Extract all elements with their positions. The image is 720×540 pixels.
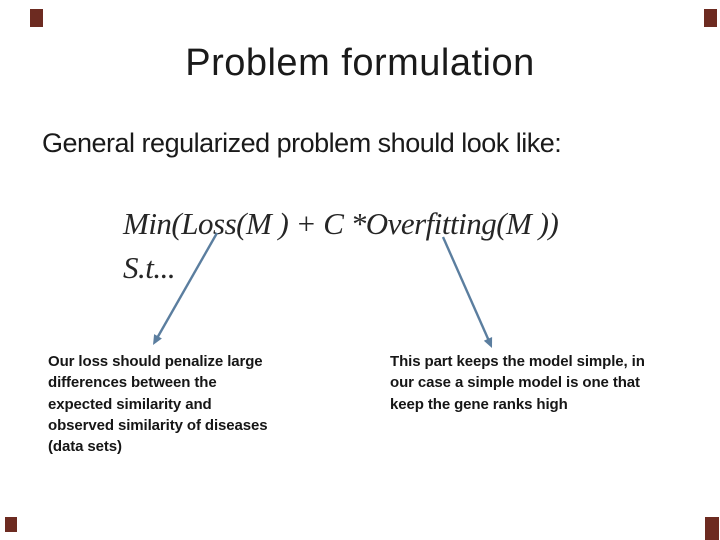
- corner-mark-top-left: [30, 9, 43, 27]
- slide-subtitle: General regularized problem should look …: [42, 128, 562, 158]
- formula-line-1: Min(Loss(M ) + C *Overfitting(M )): [123, 206, 559, 241]
- corner-mark-top-right: [704, 9, 717, 27]
- left-annotation: Our loss should penalize large differenc…: [48, 353, 268, 456]
- corner-mark-bottom-right: [705, 517, 719, 540]
- right-annotation: This part keeps the model simple, in our…: [390, 353, 645, 413]
- formula-line-2: S.t...: [123, 250, 176, 285]
- slide-title: Problem formulation: [185, 42, 535, 84]
- formula-block: Min(Loss(M ) + C *Overfitting(M )) S.t..…: [123, 202, 559, 290]
- corner-mark-bottom-left: [5, 517, 17, 532]
